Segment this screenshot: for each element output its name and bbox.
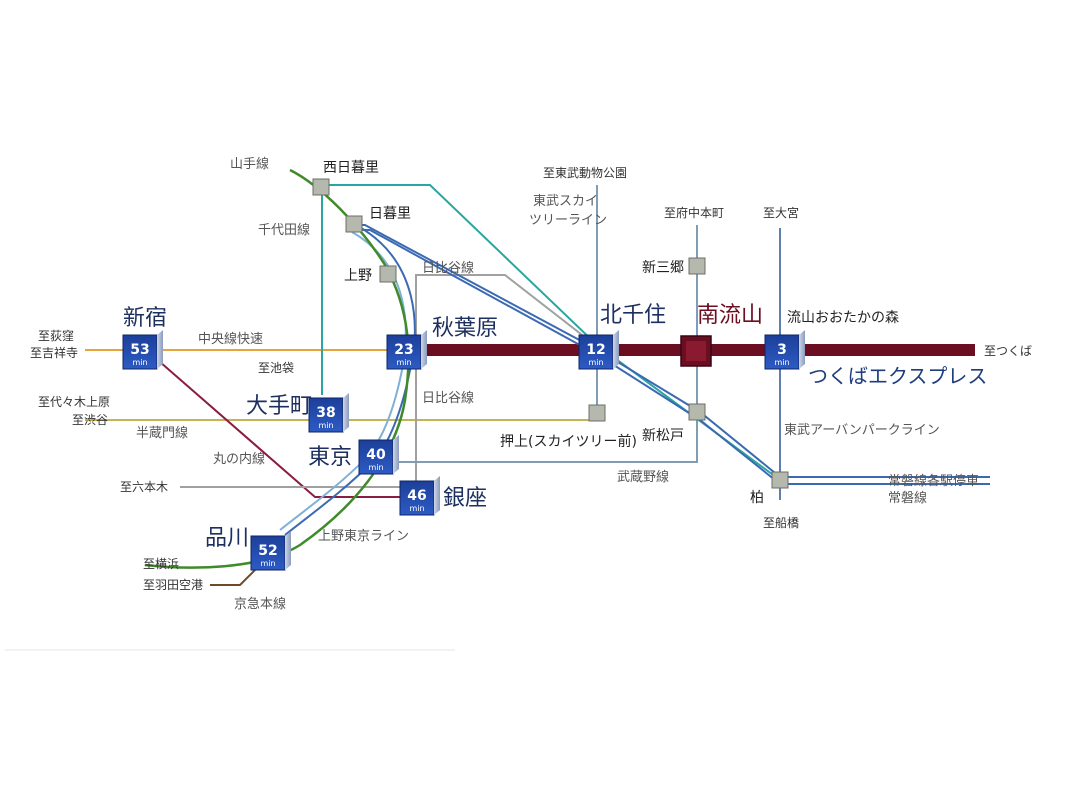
station-shinmisato: 新三郷 <box>642 260 684 276</box>
time-box-shinagawa: 52 min <box>250 531 291 571</box>
station-akihabara: 秋葉原 <box>432 316 498 341</box>
unit-label: min <box>132 358 147 367</box>
dest-funabashi: 至船橋 <box>763 516 799 530</box>
label-tsukuba-express: つくばエクスプレス <box>808 364 987 388</box>
station-shinmatsudo: 新松戸 <box>642 428 684 444</box>
label-tobu-skytree-1: 東武スカイ <box>533 193 598 209</box>
dest-roppongi: 至六本木 <box>120 480 168 494</box>
dest-yoyogi-uehara: 至代々木上原 <box>38 395 110 409</box>
time-ginza: 46 <box>407 488 426 504</box>
unit-label: min <box>409 504 424 513</box>
ueno-marker <box>379 265 397 283</box>
dest-tobu-zoo: 至東武動物公園 <box>543 166 627 180</box>
label-musashino: 武蔵野線 <box>617 469 669 485</box>
time-akihabara: 23 <box>394 342 413 358</box>
label-ueno-tokyo: 上野東京ライン <box>318 528 409 544</box>
station-tokyo: 東京 <box>308 445 352 470</box>
station-nippori: 日暮里 <box>369 206 411 222</box>
label-yamanote: 山手線 <box>230 156 269 172</box>
station-ueno: 上野 <box>344 268 372 284</box>
label-tobu-urban-park: 東武アーバンパークライン <box>784 422 940 438</box>
unit-label: min <box>368 463 383 472</box>
label-hibiya-mid: 日比谷線 <box>422 390 474 406</box>
time-box-kitasenju: 12 min <box>578 330 619 370</box>
dest-tsukuba: 至つくば <box>984 344 1032 358</box>
time-otemachi: 38 <box>316 405 335 421</box>
label-marunouchi: 丸の内線 <box>213 451 265 467</box>
nishinippori-marker <box>312 178 330 196</box>
label-chiyoda: 千代田線 <box>258 222 310 238</box>
dest-omiya: 至大宮 <box>763 205 799 220</box>
time-tokyo: 40 <box>366 447 386 463</box>
label-chuo-rapid: 中央線快速 <box>198 331 263 347</box>
station-minami-nagareyama: 南流山 <box>697 303 763 328</box>
marunouchi-line <box>159 361 410 498</box>
time-shinagawa: 52 <box>258 543 277 559</box>
station-ginza: 銀座 <box>443 486 487 511</box>
label-hanzomon: 半蔵門線 <box>136 425 188 441</box>
joban-local-line <box>355 224 990 478</box>
unit-label: min <box>318 421 333 430</box>
musashino-line <box>378 412 698 463</box>
station-nagareyama-otakanomori: 流山おおたかの森 <box>787 310 899 326</box>
time-kitasenju: 12 <box>586 342 605 358</box>
unit-label: min <box>396 358 411 367</box>
station-otemachi: 大手町 <box>246 394 312 419</box>
time-nagareyama-otakanomori: 3 <box>777 342 787 358</box>
ueno-tokyo-line-b <box>279 231 407 531</box>
label-joban-local: 常磐線各駅停車 <box>888 473 979 489</box>
nippori-marker <box>345 215 363 233</box>
shinmatsudo-marker <box>688 403 706 421</box>
time-box-shinjuku: 53 min <box>122 330 163 370</box>
time-box-otemachi: 38 min <box>308 393 349 433</box>
station-oshiage: 押上(スカイツリー前) <box>500 433 637 450</box>
label-keikyu: 京急本線 <box>234 596 286 612</box>
dest-ikebukuro: 至池袋 <box>258 361 294 375</box>
label-hibiya-top: 日比谷線 <box>422 260 474 276</box>
time-box-tokyo: 40 min <box>358 435 399 475</box>
time-box-akihabara: 23 min <box>386 330 427 370</box>
kashiwa-marker <box>771 471 789 489</box>
label-joban: 常磐線 <box>888 490 927 506</box>
dest-kichijoji: 至吉祥寺 <box>30 346 78 360</box>
minami-nagareyama-marker-inner <box>686 341 706 361</box>
hibiya-line <box>415 274 596 485</box>
shinmisato-marker <box>688 257 706 275</box>
dest-haneda: 至羽田空港 <box>143 578 203 592</box>
station-shinjuku: 新宿 <box>123 306 167 331</box>
station-nishinippori: 西日暮里 <box>323 160 379 176</box>
oshiage-marker <box>588 404 606 422</box>
station-shinagawa: 品川 <box>205 526 249 551</box>
ueno-tokyo-line-a <box>284 224 416 536</box>
unit-label: min <box>260 559 275 568</box>
dest-shibuya: 至渋谷 <box>72 413 108 427</box>
unit-label: min <box>588 358 603 367</box>
dest-ogikubo: 至荻窪 <box>38 328 74 343</box>
station-kashiwa: 柏 <box>750 490 764 506</box>
time-shinjuku: 53 <box>130 342 149 358</box>
time-box-ginza: 46 min <box>399 476 440 516</box>
time-box-nagareyama-otakanomori: 3 min <box>764 330 805 370</box>
dest-fuchu-honmachi: 至府中本町 <box>664 205 724 220</box>
dest-yokohama: 至横浜 <box>143 557 179 571</box>
label-tobu-skytree-2: ツリーライン <box>529 213 607 228</box>
joban-line <box>355 229 990 485</box>
station-kitasenju: 北千住 <box>600 303 666 328</box>
unit-label: min <box>774 358 789 367</box>
